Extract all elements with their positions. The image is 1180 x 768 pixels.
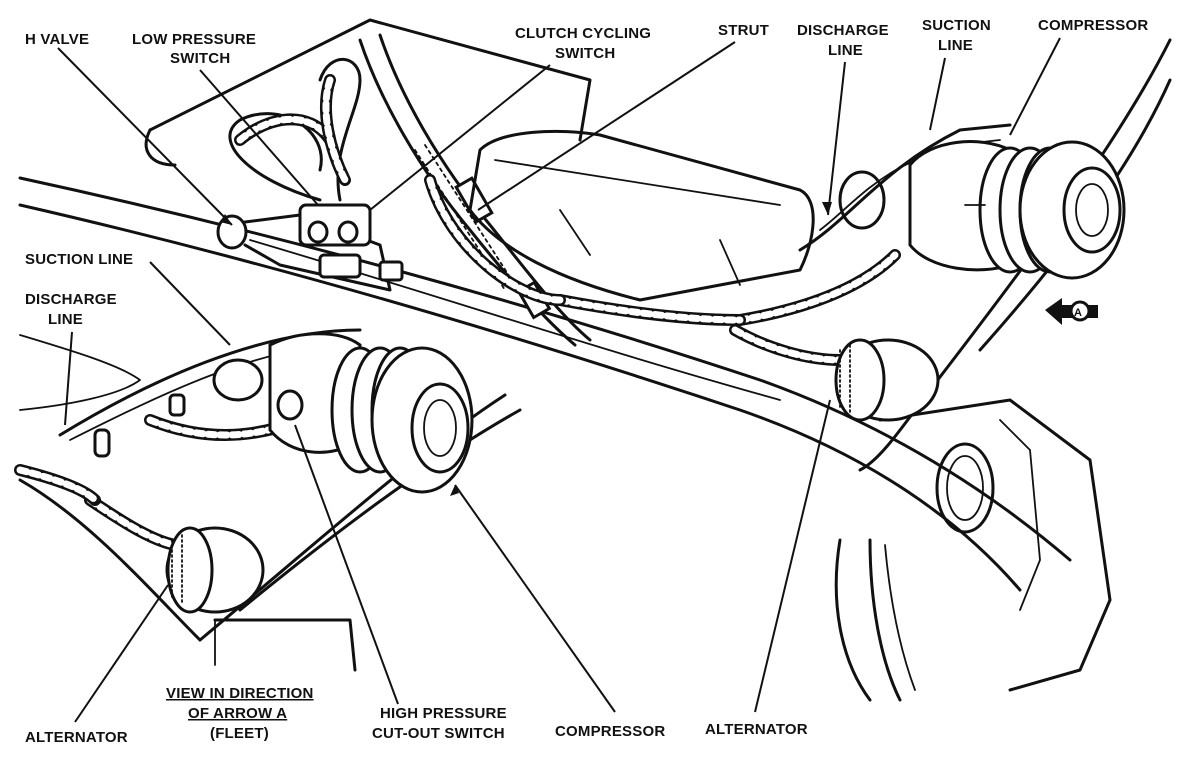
- label-discharge-line-top-line2: LINE: [828, 42, 863, 59]
- compressor-top: [908, 140, 1126, 280]
- alternator-right: [834, 338, 940, 422]
- labels: H VALVE LOW PRESSURE SWITCH CLUTCH CYCLI…: [25, 17, 1148, 746]
- body-outline: [18, 18, 1172, 702]
- accumulator: [468, 129, 886, 302]
- label-low-pressure-switch-line1: LOW PRESSURE: [132, 31, 256, 48]
- hoses: [14, 74, 1012, 551]
- label-discharge-line-top-line1: DISCHARGE: [797, 22, 889, 39]
- label-discharge-line-left-line2: LINE: [48, 311, 83, 328]
- label-alternator-right: ALTERNATOR: [705, 721, 808, 738]
- label-low-pressure-switch-line2: SWITCH: [170, 50, 230, 67]
- label-view-direction-line3: (FLEET): [210, 725, 269, 742]
- label-suction-line-left: SUCTION LINE: [25, 251, 133, 268]
- label-clutch-cycling-switch-line1: CLUTCH CYCLING: [515, 25, 651, 42]
- arrow-a-marker: [1045, 298, 1098, 325]
- label-clutch-cycling-switch-line2: SWITCH: [555, 45, 615, 62]
- label-strut: STRUT: [718, 22, 769, 39]
- label-suction-line-top-line2: LINE: [938, 37, 973, 54]
- label-view-direction-line2: OF ARROW A: [188, 705, 287, 722]
- h-valve-assembly: [216, 57, 404, 292]
- label-h-valve: H VALVE: [25, 31, 89, 48]
- label-view-direction-line1: VIEW IN DIRECTION: [166, 685, 314, 702]
- leader-lines: [57, 37, 1061, 723]
- label-discharge-line-left-line1: DISCHARGE: [25, 291, 117, 308]
- compressor-inset: [212, 332, 474, 494]
- label-compressor-top: COMPRESSOR: [1038, 17, 1148, 34]
- alternator-inset: [165, 526, 265, 614]
- label-compressor-bottom: COMPRESSOR: [555, 723, 665, 740]
- label-suction-line-top-line1: SUCTION: [922, 17, 991, 34]
- label-alternator-left: ALTERNATOR: [25, 729, 128, 746]
- label-high-pressure-cutout-line2: CUT-OUT SWITCH: [372, 725, 505, 742]
- label-high-pressure-cutout-line1: HIGH PRESSURE: [380, 705, 507, 722]
- label-arrow-a: A: [1074, 307, 1082, 319]
